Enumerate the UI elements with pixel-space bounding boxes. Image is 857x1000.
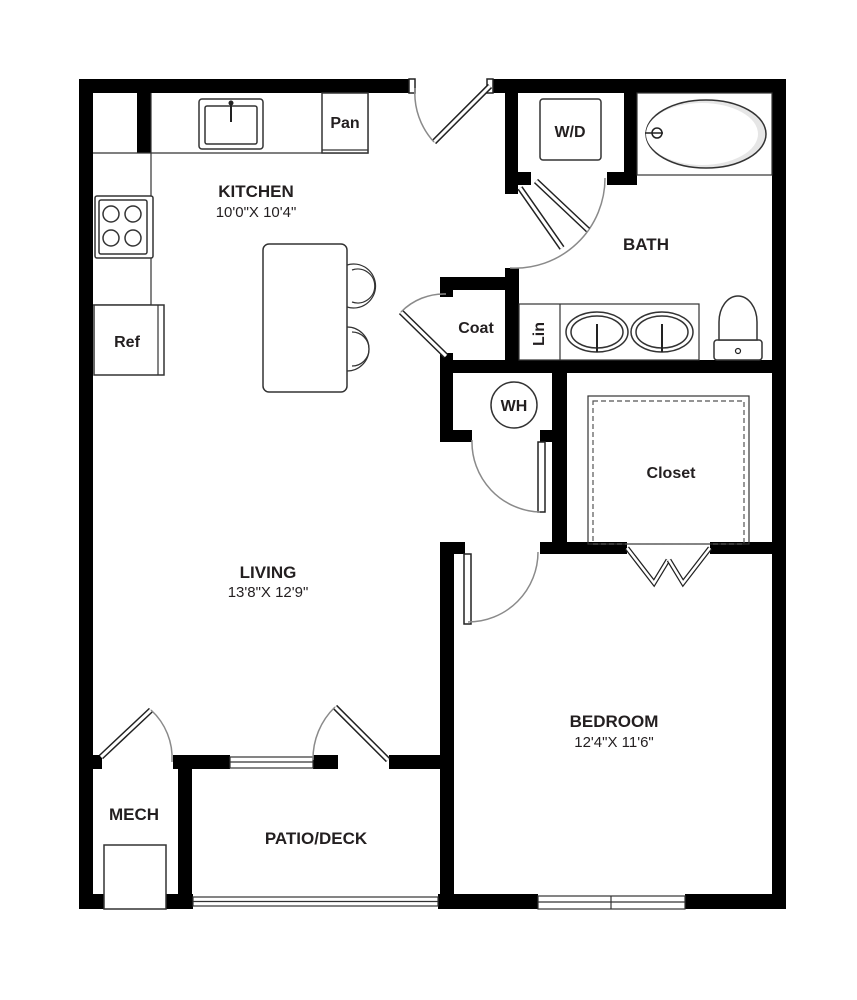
walls [79, 79, 786, 909]
washer-dryer: W/D [539, 98, 602, 161]
patio-label: PATIO/DECK [265, 829, 368, 848]
washer-dryer-label: W/D [554, 124, 585, 141]
wd-door [533, 178, 591, 233]
kitchen-sink [198, 98, 264, 150]
room-labels: KITCHEN 10'0"X 10'4" BATH Coat Closet LI… [109, 182, 696, 848]
cooktop [94, 195, 154, 259]
bedroom-door [463, 551, 539, 625]
mech-unit [103, 844, 167, 910]
toilet [713, 295, 763, 361]
bath-door [509, 177, 606, 269]
refrigerator: Ref [93, 304, 165, 376]
linen-label: Lin [531, 322, 548, 346]
closet-bifold-door [625, 546, 712, 588]
kitchen-fixtures: Pan Ref [93, 92, 377, 393]
pantry: Pan [321, 92, 369, 154]
bath-fixtures: W/D Lin [518, 92, 773, 361]
bathtub [636, 92, 773, 176]
bath-label: BATH [623, 235, 669, 254]
doors [98, 78, 712, 763]
vanity: Lin [518, 303, 700, 361]
kitchen-label: KITCHEN [218, 182, 294, 201]
coat-door [398, 293, 449, 359]
water-heater: WH [490, 381, 538, 429]
entry-door [408, 78, 494, 145]
bedroom-dims: 12'4"X 11'6" [574, 734, 654, 751]
living-dims: 13'8"X 12'9" [228, 584, 309, 601]
closet-shelf [587, 395, 750, 545]
refrigerator-label: Ref [114, 334, 140, 351]
living-label: LIVING [240, 563, 297, 582]
patio-door [312, 704, 391, 763]
pantry-label: Pan [330, 115, 359, 132]
kitchen-dims: 10'0"X 10'4" [216, 204, 297, 221]
mech-door [98, 707, 173, 763]
windows [192, 756, 686, 910]
water-heater-label: WH [501, 398, 528, 415]
closet-label: Closet [647, 465, 697, 482]
mech-label: MECH [109, 805, 159, 824]
bedroom-label: BEDROOM [570, 712, 659, 731]
coat-label: Coat [458, 320, 494, 337]
wh-door [471, 439, 546, 513]
kitchen-island [262, 243, 377, 393]
